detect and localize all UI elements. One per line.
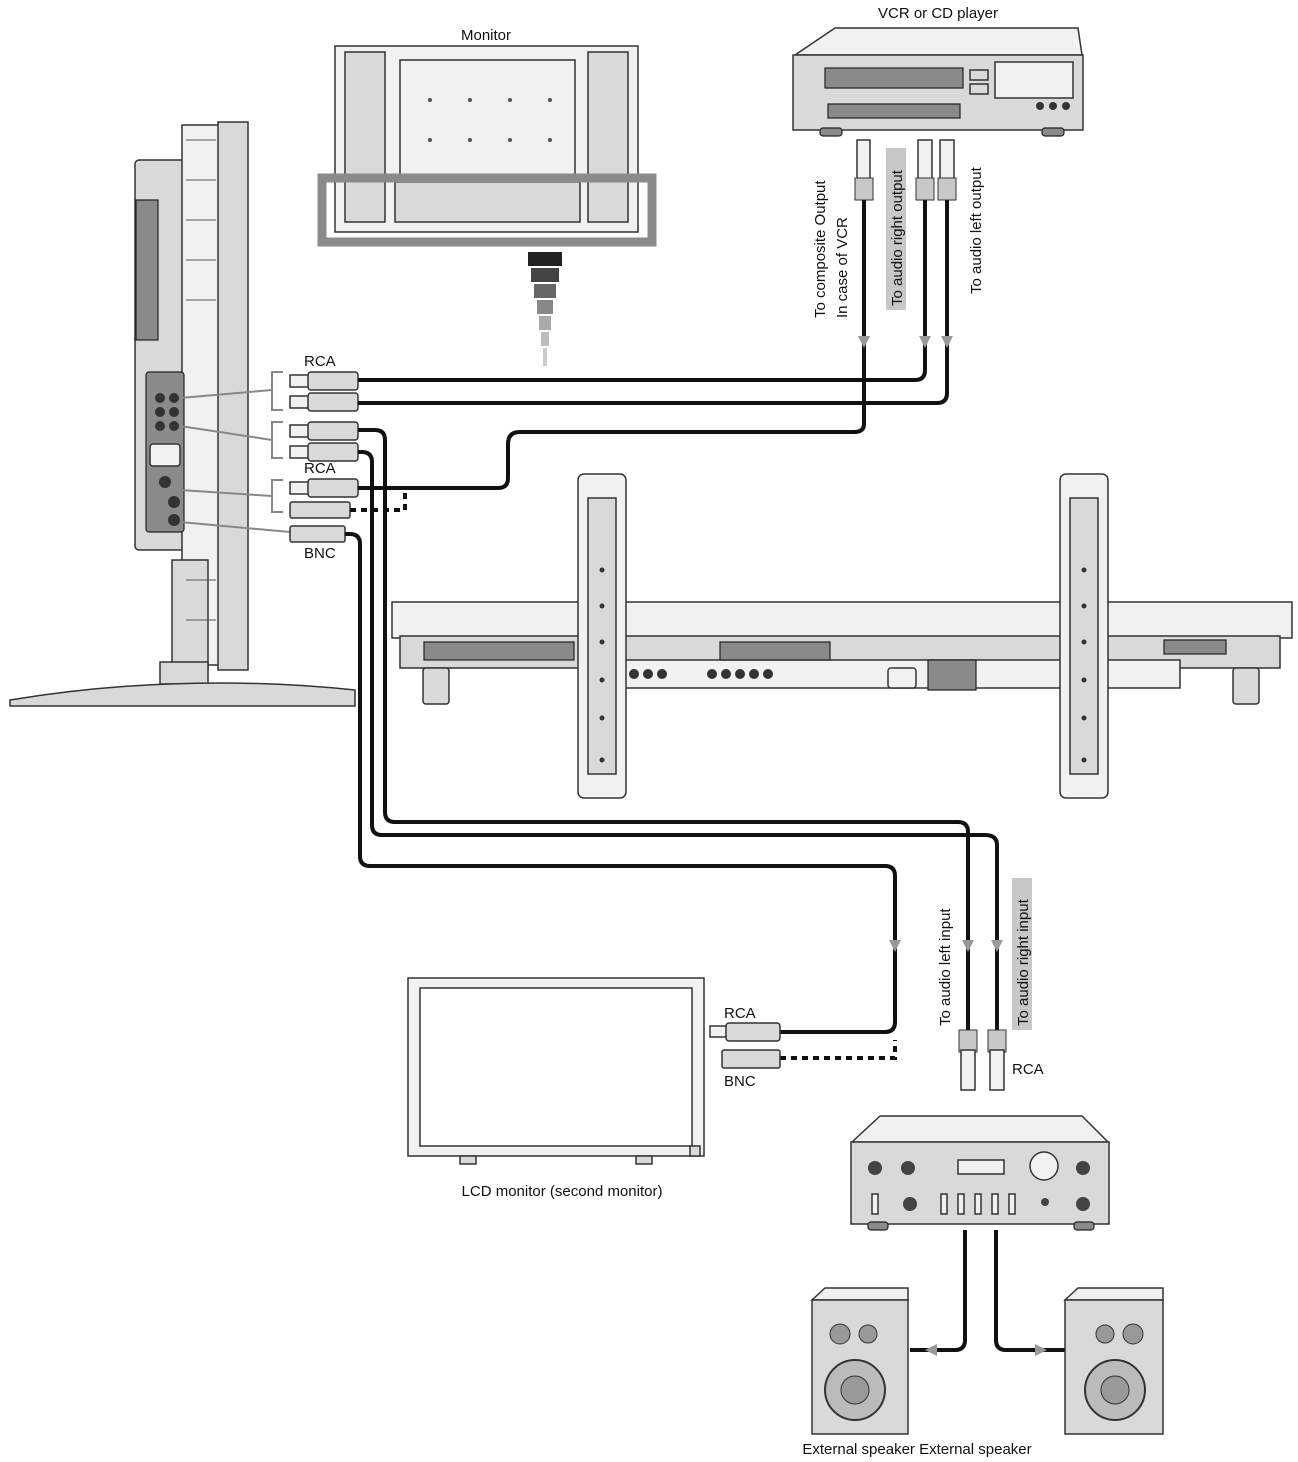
vcr-rca-plugs	[854, 139, 957, 201]
monitor-rear-view	[317, 45, 657, 247]
audio-right-input-highlight	[1012, 878, 1032, 1030]
audio-left-output-label: To audio left output	[968, 166, 985, 294]
audio-right-input-label: To audio right input	[1015, 898, 1032, 1026]
speaker-right	[1063, 1287, 1164, 1435]
left-connectors	[179, 371, 291, 533]
monitor-side-view	[9, 121, 356, 707]
bnc-left-label: BNC	[304, 545, 336, 562]
composite-vcr-label: In case of VCR	[834, 217, 851, 318]
audio-left-input-label: To audio left input	[937, 908, 954, 1026]
monitor-bottom-view	[391, 473, 1293, 799]
cables	[345, 200, 1065, 1352]
external-speakers-label: External speaker External speaker	[802, 1441, 1031, 1458]
rca-top-label: RCA	[304, 353, 336, 370]
vcr-device	[792, 27, 1084, 137]
speaker-left	[810, 1287, 909, 1435]
cable-arrows	[858, 336, 1047, 1356]
rca-lcd-label: RCA	[724, 1005, 756, 1022]
amp-rca-plugs	[958, 1029, 1007, 1091]
vcr-label: VCR or CD player	[878, 5, 998, 22]
rca-mid-label: RCA	[304, 460, 336, 477]
lcd-plugs	[709, 1022, 781, 1069]
amplifier	[850, 1115, 1110, 1231]
lcd-monitor	[407, 977, 705, 1165]
audio-right-output-label: To audio right output	[889, 169, 906, 306]
composite-output-label: To composite Output	[812, 180, 829, 318]
audio-right-output-highlight	[886, 148, 906, 310]
monitor-label: Monitor	[461, 27, 511, 44]
rca-amp-label: RCA	[1012, 1061, 1044, 1078]
lcd-monitor-label: LCD monitor (second monitor)	[462, 1183, 663, 1200]
left-plugs	[289, 371, 359, 543]
bnc-lcd-label: BNC	[724, 1073, 756, 1090]
zoom-indicator	[528, 252, 562, 366]
